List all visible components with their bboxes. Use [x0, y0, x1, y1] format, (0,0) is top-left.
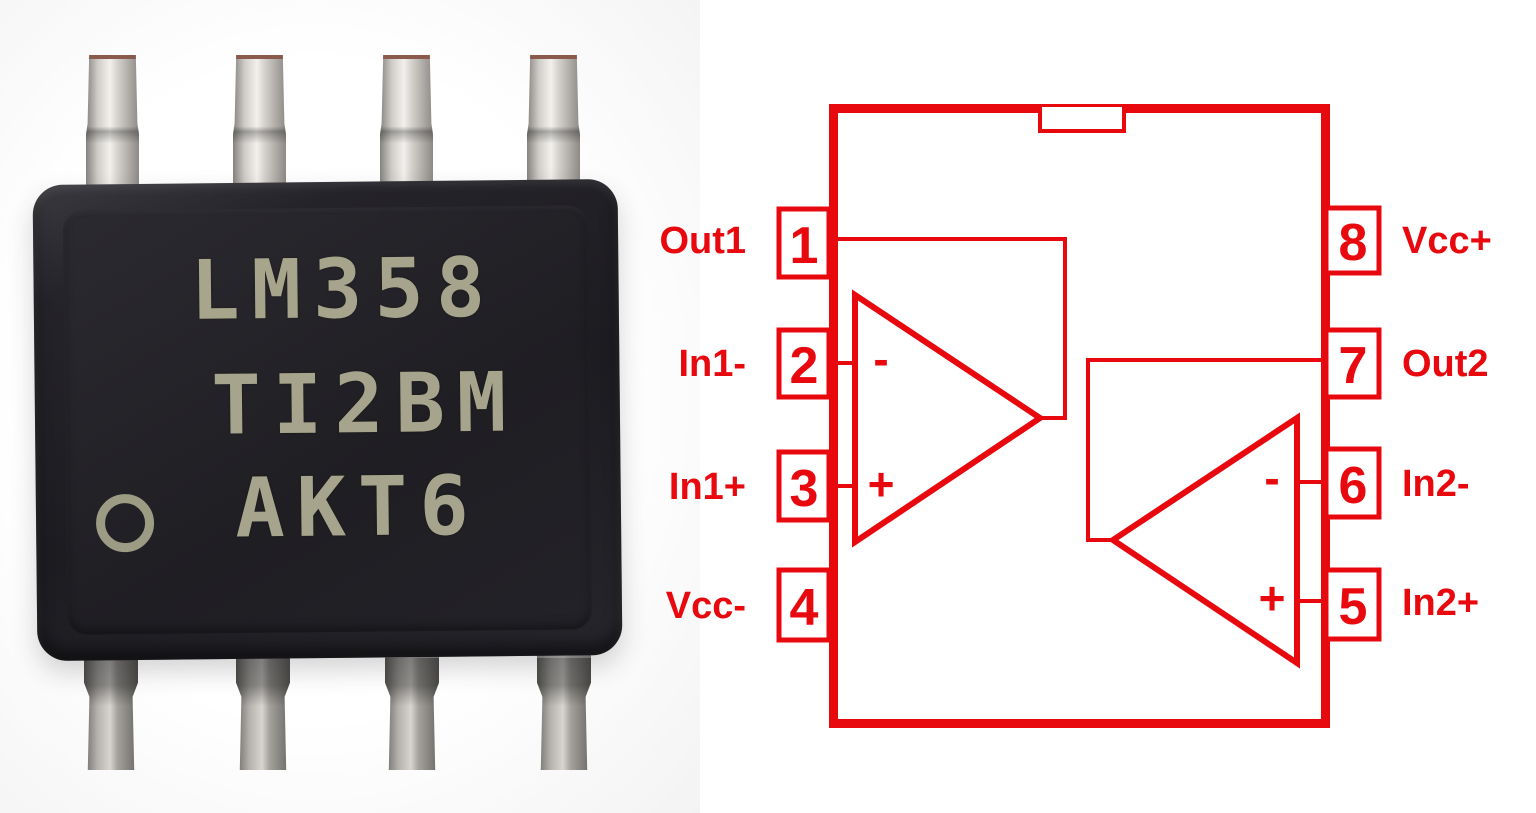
pin5-label: In2+	[1402, 582, 1479, 624]
pin6-number: 6	[1339, 457, 1368, 515]
pin3-number: 3	[790, 460, 819, 518]
pin6-box	[1323, 446, 1382, 520]
opamp-b-plus-sign: +	[1259, 572, 1286, 624]
pin7-box	[1323, 327, 1382, 400]
pin4-box	[776, 567, 832, 643]
chip-lead-top-2	[233, 55, 286, 187]
pin4-number: 4	[790, 579, 819, 637]
opamp-a-output-wire	[829, 237, 1067, 420]
chip-lead-bottom-1	[84, 652, 138, 770]
pin2-box	[776, 327, 832, 400]
pin8-number: 8	[1339, 214, 1368, 272]
pin2-number: 2	[790, 337, 819, 395]
pin3-box	[776, 449, 832, 523]
ic-outline-box	[829, 104, 1330, 728]
opamp-a-triangle	[852, 289, 1046, 548]
chip-lead-top-1	[86, 55, 139, 187]
notch-icon	[1038, 108, 1126, 133]
pin8-box	[1323, 205, 1382, 276]
pin2-label: In1-	[678, 343, 746, 385]
opamp-b-output-wire	[1086, 358, 1326, 542]
opamp-a-plus-sign: +	[868, 458, 895, 510]
chip-lead-top-4	[527, 55, 580, 187]
pin1-box	[776, 206, 832, 280]
pin4-label: Vcc-	[666, 585, 746, 627]
pin7-number: 7	[1339, 337, 1368, 395]
pin5-number: 5	[1339, 578, 1368, 636]
chip-photo: LM358 TI2BM AKT6	[0, 0, 700, 813]
pin6-label: In2-	[1402, 463, 1470, 505]
pin1-number: 1	[790, 217, 819, 275]
opamp-b-triangle	[1107, 412, 1300, 669]
chip-lead-bottom-3	[385, 652, 439, 770]
pin7-label: Out2	[1402, 343, 1489, 385]
chip-lead-bottom-2	[236, 652, 290, 770]
pin3-label: In1+	[669, 466, 746, 508]
notch-fill	[1042, 107, 1122, 129]
pin1-label: Out1	[659, 220, 746, 262]
opamp-b-minus-sign: -	[1264, 452, 1279, 504]
chip-lead-top-3	[380, 55, 433, 187]
opamp-a-minus-sign: -	[873, 333, 888, 385]
pin8-label: Vcc+	[1402, 220, 1492, 262]
chip-lead-bottom-4	[537, 652, 591, 770]
pin5-box	[1323, 567, 1382, 642]
